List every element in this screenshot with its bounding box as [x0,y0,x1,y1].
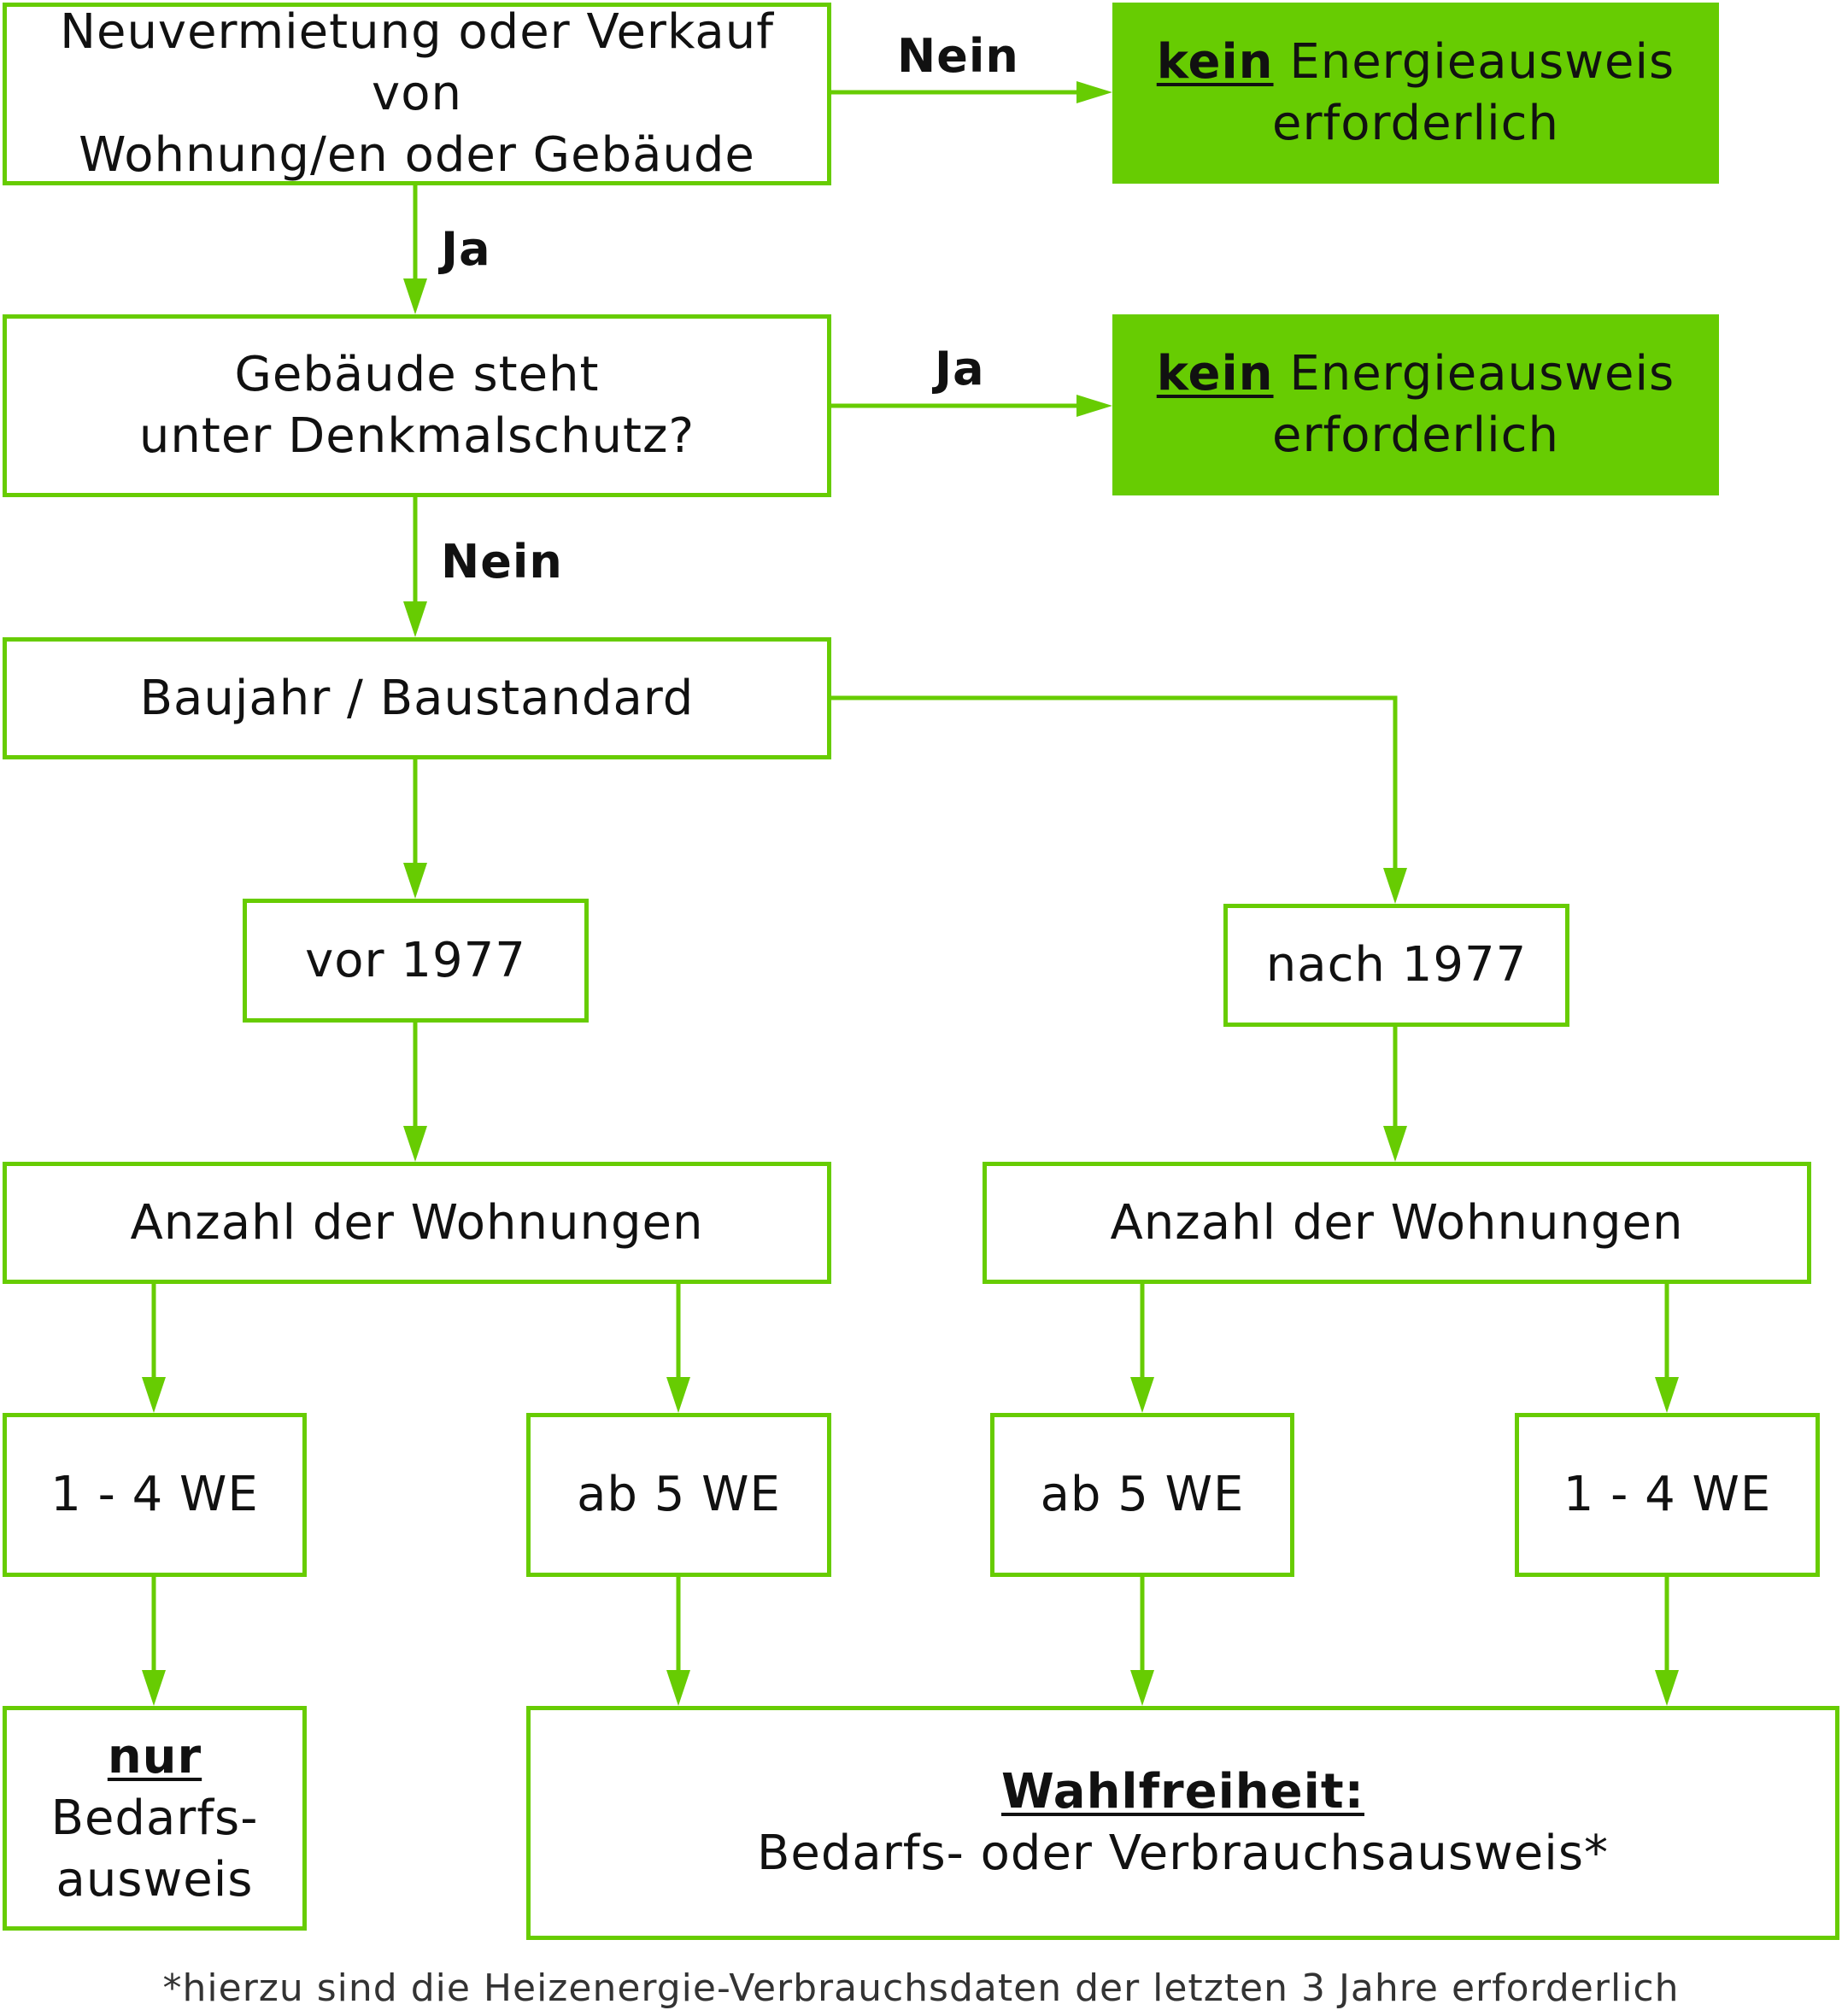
nur-keyword: nur [107,1728,202,1785]
denkmal-line-1: Gebäude steht [234,347,600,402]
arrowhead [403,601,427,637]
arrowhead [403,1126,427,1162]
edge-label-start-yes: Ja [441,222,491,276]
result-denkmal-line-1: kein Energieausweis [1157,343,1675,405]
result-denkmal-line-2: erforderlich [1272,407,1559,463]
arrowhead [666,1670,690,1706]
we-1-4-right-label: 1 - 4 WE [1563,1467,1772,1522]
arrowhead [666,1377,690,1413]
anzahl-wohnungen-left: Anzahl der Wohnungen [3,1162,831,1284]
start-line-1: Neuvermietung oder Verkauf von [60,4,774,121]
arrowhead [142,1670,166,1706]
arrowhead [1076,81,1112,103]
we-ab-5-left: ab 5 WE [526,1413,831,1577]
baujahr-label: Baujahr / Baustandard [139,670,695,726]
anzahl-wohnungen-right: Anzahl der Wohnungen [983,1162,1811,1284]
result-no-certificate-denkmal: kein Energieausweis erforderlich [1112,314,1719,495]
nur-line-2: Bedarfs- [50,1790,259,1846]
arrowhead [1383,1126,1407,1162]
anzahl-right-label: Anzahl der Wohnungen [1110,1194,1684,1251]
arrowhead [1655,1377,1679,1413]
start-node: Neuvermietung oder Verkauf von Wohnung/e… [3,3,831,185]
denkmal-line-2: unter Denkmalschutz? [138,408,695,464]
wahlfreiheit-keyword: Wahlfreiheit: [1001,1764,1364,1820]
arrowhead [403,863,427,899]
footnote: *hierzu sind die Heizenergie-Verbrauchsd… [162,1966,1680,2010]
arrowhead [1130,1377,1154,1413]
result-wahlfreiheit: Wahlfreiheit: Bedarfs- oder Verbrauchsau… [526,1706,1839,1940]
we-ab-5-left-label: ab 5 WE [577,1467,781,1522]
arrowhead [1655,1670,1679,1706]
edge-label-start-no: Nein [897,29,1019,83]
arrowhead [403,278,427,314]
we-1-4-left: 1 - 4 WE [3,1413,307,1577]
nach-1977-label: nach 1977 [1265,937,1528,993]
denkmal-node: Gebäude steht unter Denkmalschutz? [3,314,831,497]
vor-1977-label: vor 1977 [305,932,526,988]
arrowhead [1383,868,1407,904]
we-1-4-left-label: 1 - 4 WE [50,1467,259,1522]
arrowhead [142,1377,166,1413]
nach-1977-node: nach 1977 [1223,904,1569,1027]
arrow-baujahr-to-nach1977 [829,695,1398,871]
anzahl-left-label: Anzahl der Wohnungen [130,1194,704,1251]
result-denkmal-keyword: kein [1156,346,1274,401]
edge-label-denkmal-yes: Ja [935,342,985,396]
result-top-keyword: kein [1156,34,1274,90]
result-nur-bedarfsausweis: nur Bedarfs- ausweis [3,1706,307,1931]
start-line-2: Wohnung/en oder Gebäude [79,127,755,183]
baujahr-node: Baujahr / Baustandard [3,637,831,759]
result-no-certificate-top: kein Energieausweis erforderlich [1112,3,1719,184]
arrowhead [1130,1670,1154,1706]
we-ab-5-right: ab 5 WE [990,1413,1294,1577]
we-ab-5-right-label: ab 5 WE [1040,1467,1245,1522]
vor-1977-node: vor 1977 [243,899,589,1023]
arrowhead [1076,395,1112,417]
nur-line-3: ausweis [56,1851,254,1908]
result-top-line-1: kein Energieausweis [1157,32,1675,93]
wahlfreiheit-line-2: Bedarfs- oder Verbrauchsausweis* [757,1826,1609,1881]
result-top-line-2: erforderlich [1272,96,1559,151]
result-top-rest: Energieausweis [1273,34,1675,90]
edge-label-denkmal-no: Nein [441,535,563,589]
we-1-4-right: 1 - 4 WE [1515,1413,1820,1577]
result-denkmal-rest: Energieausweis [1273,346,1675,401]
